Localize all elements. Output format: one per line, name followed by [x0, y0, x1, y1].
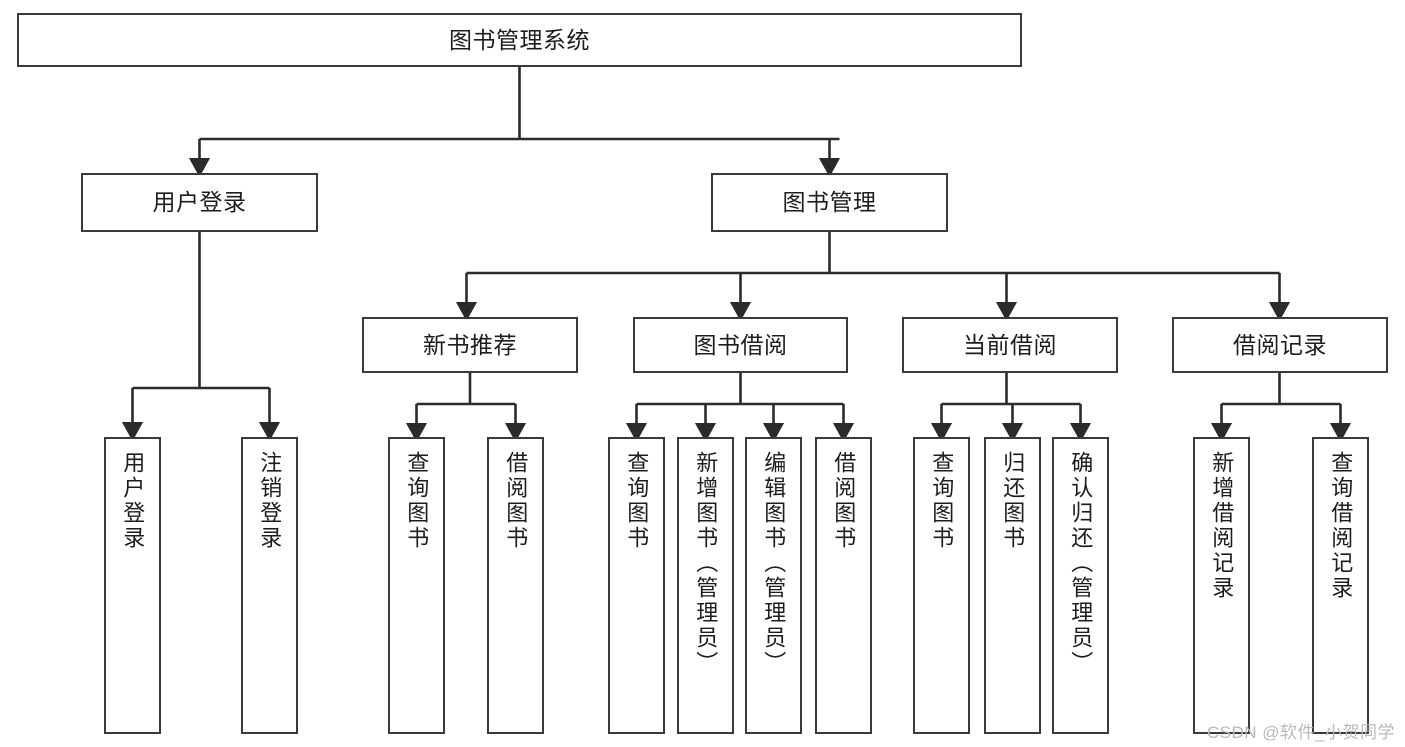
connector-group-current-borrow — [930, 373, 1092, 443]
node-label: 图书管理 — [782, 189, 877, 216]
node-label: 用户登录 — [120, 451, 146, 551]
connector-group-user-login — [121, 232, 281, 442]
connector-group-borrow-record — [1210, 373, 1352, 443]
node-leaf-user-login[interactable]: 用户登录 — [104, 437, 161, 734]
node-leaf-query-borrow-record[interactable]: 查询借阅记录 — [1312, 437, 1369, 734]
node-label: 查询借阅记录 — [1328, 451, 1354, 601]
node-label: 新书推荐 — [423, 331, 517, 358]
node-label: 用户登录 — [152, 189, 247, 216]
node-leaf-confirm-return-admin[interactable]: 确认归还（管理员） — [1052, 437, 1109, 734]
node-label: 图书管理系统 — [449, 26, 590, 53]
node-leaf-edit-book-admin[interactable]: 编辑图书（管理员） — [745, 437, 802, 734]
node-label: 确认归还（管理员） — [1068, 451, 1094, 676]
node-book-management[interactable]: 图书管理 — [711, 173, 948, 232]
node-label: 新增图书（管理员） — [693, 451, 719, 676]
node-leaf-borrow-book-new[interactable]: 借阅图书 — [487, 437, 544, 734]
node-borrow-record[interactable]: 借阅记录 — [1172, 317, 1388, 373]
node-leaf-return-book[interactable]: 归还图书 — [984, 437, 1041, 734]
node-label: 查询图书 — [929, 451, 955, 551]
node-leaf-query-book-borrow[interactable]: 查询图书 — [608, 437, 665, 734]
node-label: 查询图书 — [624, 451, 650, 551]
connector-group-book-mgmt — [455, 232, 1291, 322]
node-leaf-borrow-book[interactable]: 借阅图书 — [815, 437, 872, 734]
connector-group-borrow-books — [625, 373, 855, 443]
node-user-login[interactable]: 用户登录 — [81, 173, 318, 232]
node-label: 编辑图书（管理员） — [761, 451, 787, 676]
node-label: 新增借阅记录 — [1209, 451, 1235, 601]
node-label: 归还图书 — [1000, 451, 1026, 551]
node-root-system[interactable]: 图书管理系统 — [17, 13, 1022, 67]
node-label: 注销登录 — [257, 451, 283, 551]
node-label: 借阅图书 — [503, 451, 529, 551]
node-leaf-logout[interactable]: 注销登录 — [241, 437, 298, 734]
connector-group-root — [188, 67, 841, 178]
node-label: 查询图书 — [404, 451, 430, 551]
node-label: 图书借阅 — [693, 331, 788, 358]
connector-group-new-books — [405, 373, 527, 443]
node-leaf-add-book-admin[interactable]: 新增图书（管理员） — [677, 437, 734, 734]
node-new-book-recommend[interactable]: 新书推荐 — [362, 317, 578, 373]
node-label: 借阅记录 — [1233, 331, 1327, 358]
node-leaf-query-book-new[interactable]: 查询图书 — [388, 437, 445, 734]
node-current-borrow[interactable]: 当前借阅 — [902, 317, 1118, 373]
node-book-borrow[interactable]: 图书借阅 — [633, 317, 848, 373]
node-leaf-query-book-current[interactable]: 查询图书 — [913, 437, 970, 734]
node-label: 当前借阅 — [963, 331, 1057, 358]
node-leaf-add-borrow-record[interactable]: 新增借阅记录 — [1193, 437, 1250, 734]
node-label: 借阅图书 — [831, 451, 857, 551]
